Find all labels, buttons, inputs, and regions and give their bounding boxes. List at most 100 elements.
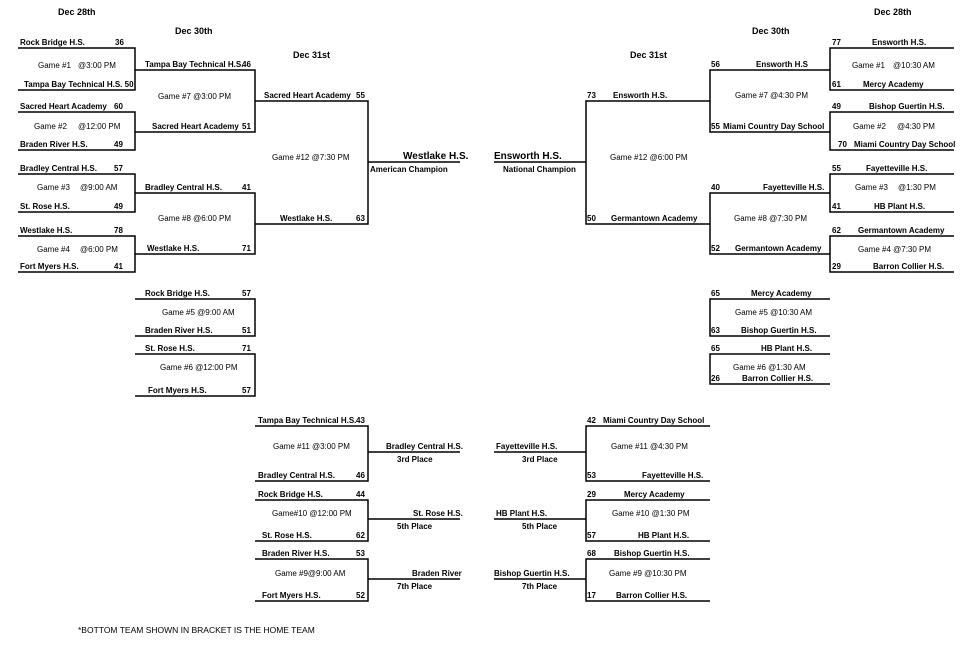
american-champion-label: American Champion	[370, 165, 448, 174]
team-name: Sacred Heart Academy	[20, 102, 107, 111]
team-score: 46	[242, 60, 251, 69]
team-score: 49	[114, 202, 123, 211]
game-label: Game #5 @10:30 AM	[735, 308, 813, 317]
team-name: Tampa Bay Technical H.S. 50	[24, 80, 134, 89]
team-score: 53	[587, 471, 596, 480]
game-label: Game #6 @1:30 AM	[733, 363, 806, 372]
team-score: 46	[356, 471, 365, 480]
team-name: Ensworth H.S.	[613, 91, 668, 100]
team-name: Fort Myers H.S.	[262, 591, 321, 600]
team-score: 62	[832, 226, 841, 235]
team-score: 62	[356, 531, 365, 540]
game-label: Game #3	[37, 183, 70, 192]
team-score: 51	[242, 122, 251, 131]
team-name: Barron Collier H.S.	[616, 591, 688, 600]
header-dec31-right: Dec 31st	[630, 50, 668, 60]
team-name: Germantown Academy	[858, 226, 945, 235]
team-score: 56	[711, 60, 720, 69]
game-label: Game #5 @9:00 AM	[162, 308, 235, 317]
team-score: 65	[711, 289, 720, 298]
place-winner: HB Plant H.S.	[496, 509, 548, 518]
team-score: 41	[242, 183, 251, 192]
american-champion-team: Westlake H.S.	[403, 151, 469, 162]
game-label: Game #2	[853, 122, 886, 131]
team-name: HB Plant H.S.	[638, 531, 690, 540]
team-name: Tampa Bay Technical H.S.	[145, 60, 244, 69]
team-name: Germantown Academy	[735, 244, 822, 253]
place-label: 5th Place	[522, 522, 558, 531]
team-score: 49	[114, 140, 123, 149]
team-name: Mercy Academy	[863, 80, 924, 89]
team-score: 49	[832, 102, 841, 111]
team-name: Mercy Academy	[624, 490, 685, 499]
team-name: Miami Country Day School	[723, 122, 825, 131]
game-time: @1:30 PM	[898, 183, 936, 192]
team-name: Fayetteville H.S.	[642, 471, 704, 480]
game-label: Game #8 @6:00 PM	[158, 214, 232, 223]
team-score: 26	[711, 374, 720, 383]
team-score: 73	[587, 91, 596, 100]
team-name: Miami Country Day School	[854, 140, 956, 149]
team-score: 60	[114, 102, 123, 111]
game-label: Game #7 @3:00 PM	[158, 92, 232, 101]
team-name: Bishop Guertin H.S.	[741, 326, 817, 335]
team-name: Ensworth H.S	[756, 60, 809, 69]
team-score: 55	[832, 164, 841, 173]
team-score: 78	[114, 226, 123, 235]
game-label: Game #4	[37, 245, 70, 254]
team-score: 70	[838, 140, 847, 149]
team-name: Ensworth H.S.	[872, 38, 927, 47]
team-score: 51	[242, 326, 251, 335]
team-name: HB Plant H.S.	[874, 202, 926, 211]
team-name: Westlake H.S.	[147, 244, 200, 253]
team-score: 77	[832, 38, 841, 47]
team-name: Fort Myers H.S.	[20, 262, 79, 271]
game-label: Game #12 @7:30 PM	[272, 153, 350, 162]
team-name: Braden River H.S.	[262, 549, 330, 558]
game-label: Game #2	[34, 122, 67, 131]
team-name: Braden River H.S.	[20, 140, 88, 149]
place-label: 3rd Place	[522, 455, 558, 464]
place-label: 7th Place	[397, 582, 433, 591]
game-label: Game #7 @4:30 PM	[735, 91, 809, 100]
team-score: 71	[242, 244, 251, 253]
game-time: @6:00 PM	[80, 245, 118, 254]
game-label: Game #4 @7:30 PM	[858, 245, 932, 254]
team-score: 42	[587, 416, 596, 425]
team-score: 52	[711, 244, 720, 253]
team-name: Tampa Bay Technical H.S.	[258, 416, 357, 425]
team-name: Germantown Academy	[611, 214, 698, 223]
team-name: St. Rose H.S.	[145, 344, 195, 353]
game-label: Game #3	[855, 183, 888, 192]
team-score: 57	[242, 289, 251, 298]
game-label: Game #11 @4:30 PM	[611, 442, 688, 451]
header-dec31-left: Dec 31st	[293, 50, 331, 60]
game-time: @12:00 PM	[78, 122, 121, 131]
team-name: St. Rose H.S.	[20, 202, 70, 211]
team-name: Fayetteville H.S.	[866, 164, 928, 173]
team-name: Sacred Heart Academy	[152, 122, 239, 131]
team-score: 44	[356, 490, 365, 499]
game-time: @4:30 PM	[897, 122, 935, 131]
team-name: Bradley Central H.S.	[258, 471, 335, 480]
header-dec28-left: Dec 28th	[58, 7, 96, 17]
team-score: 61	[832, 80, 841, 89]
team-name: Miami Country Day School	[603, 416, 705, 425]
team-score: 29	[832, 262, 841, 271]
game-time: @9:00 AM	[80, 183, 118, 192]
header-dec30-left: Dec 30th	[175, 26, 213, 36]
team-name: Barron Collier H.S.	[873, 262, 945, 271]
place-label: 5th Place	[397, 522, 433, 531]
team-name: Bishop Guertin H.S.	[869, 102, 945, 111]
place-label: 7th Place	[522, 582, 558, 591]
team-name: Bishop Guertin H.S.	[614, 549, 690, 558]
team-score: 71	[242, 344, 251, 353]
team-score: 57	[587, 531, 596, 540]
team-score: 50	[587, 214, 596, 223]
team-name: St. Rose H.S.	[262, 531, 312, 540]
team-score: 29	[587, 490, 596, 499]
team-name: Mercy Academy	[751, 289, 812, 298]
header-dec30-right: Dec 30th	[752, 26, 790, 36]
team-score: 41	[832, 202, 841, 211]
team-score: 17	[587, 591, 596, 600]
